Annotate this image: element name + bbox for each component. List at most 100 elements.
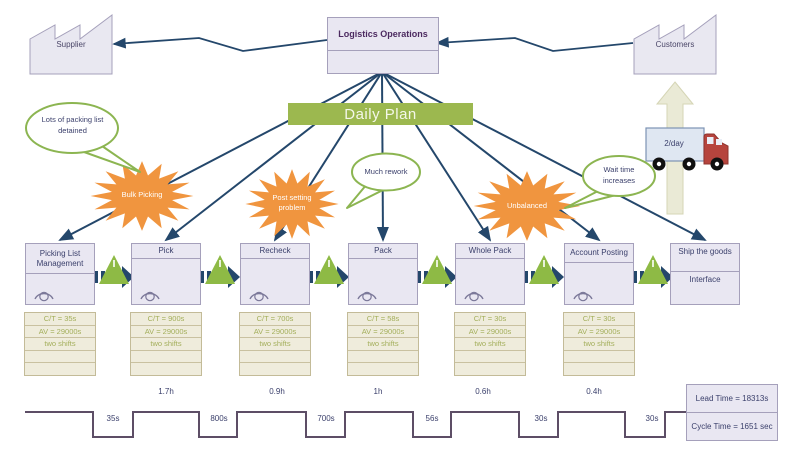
data-row: AV = 29000s bbox=[455, 324, 525, 338]
speech-bubble-much-rework: Much rework bbox=[345, 152, 427, 212]
electronic-info-arrow-to-supplier bbox=[112, 37, 328, 52]
burst-label: Post setting problem bbox=[272, 193, 312, 212]
supplier-factory: Supplier bbox=[28, 12, 114, 76]
data-row: C/T = 900s bbox=[147, 314, 185, 324]
speech-bubble-icon bbox=[346, 152, 421, 209]
plan-line-7 bbox=[381, 71, 707, 241]
speech-bubble-icon bbox=[25, 102, 141, 173]
control-title: Logistics Operations bbox=[328, 18, 438, 51]
inventory-triangle-icon bbox=[638, 255, 668, 284]
timeline-wait-label: 1.7h bbox=[158, 387, 174, 396]
speech-bubble-icon bbox=[564, 155, 656, 209]
process-title: Recheck bbox=[241, 244, 309, 259]
truck-icon bbox=[645, 127, 729, 171]
burst-label: Unbalanced bbox=[506, 201, 548, 210]
inventory-triangle-icon bbox=[99, 255, 129, 284]
data-row: two shifts bbox=[564, 337, 634, 350]
data-row: AV = 29000s bbox=[564, 324, 634, 338]
data-row: AV = 29000s bbox=[348, 324, 418, 338]
process-box-picking-list: Picking List Management bbox=[25, 243, 95, 305]
data-row: C/T = 58s bbox=[366, 314, 400, 324]
factory-icon bbox=[29, 14, 113, 75]
timeline-process-label: 800s bbox=[210, 414, 228, 423]
data-row bbox=[564, 349, 634, 363]
process-box-account-posting: Account Posting bbox=[564, 243, 634, 305]
process-title: Pack bbox=[349, 244, 417, 259]
electronic-info-arrow-to-control bbox=[435, 36, 634, 52]
data-box: C/T = 900s AV = 29000s two shifts bbox=[130, 312, 202, 376]
process-title: Whole Pack bbox=[456, 244, 524, 259]
data-row: two shifts bbox=[25, 337, 95, 350]
timeline-line bbox=[25, 411, 687, 438]
process-title: Pick bbox=[132, 244, 200, 259]
plan-line-2 bbox=[164, 71, 383, 242]
data-row bbox=[131, 362, 201, 375]
inventory-triangle-icon bbox=[529, 255, 559, 284]
data-row bbox=[348, 349, 418, 363]
starburst-icon bbox=[473, 171, 581, 241]
data-row bbox=[25, 362, 95, 375]
operator-icon bbox=[249, 291, 269, 302]
timeline-process-label: 56s bbox=[425, 414, 439, 423]
data-row bbox=[240, 349, 310, 363]
process-title: Account Posting bbox=[565, 244, 633, 263]
process-box-pick: Pick bbox=[131, 243, 201, 305]
speech-bubble-packing-list: Lots of packing list detained bbox=[22, 100, 144, 176]
data-row bbox=[455, 362, 525, 375]
bubble-label: Wait time increases bbox=[602, 165, 636, 185]
data-row: C/T = 30s bbox=[582, 314, 616, 324]
cycle-time-label: Cycle Time = 1651 sec bbox=[691, 422, 773, 431]
data-row: C/T = 700s bbox=[256, 314, 294, 324]
customers-label: Customers bbox=[655, 40, 695, 49]
bubble-label: Lots of packing list detained bbox=[41, 115, 104, 135]
data-box: C/T = 30s AV = 29000s two shifts bbox=[563, 312, 635, 376]
lead-time-box: Lead Time = 18313s Cycle Time = 1651 sec bbox=[686, 384, 778, 441]
operator-icon bbox=[464, 291, 484, 302]
process-box-pack: Pack bbox=[348, 243, 418, 305]
process-box-whole-pack: Whole Pack bbox=[455, 243, 525, 305]
process-box-recheck: Recheck bbox=[240, 243, 310, 305]
timeline-process-label: 35s bbox=[106, 414, 120, 423]
data-row: AV = 29000s bbox=[131, 324, 201, 338]
data-row bbox=[455, 349, 525, 363]
daily-plan-banner: Daily Plan bbox=[288, 103, 473, 125]
process-subtitle: Interface bbox=[689, 275, 721, 284]
data-row bbox=[564, 362, 634, 375]
data-row: AV = 29000s bbox=[240, 324, 310, 338]
data-box: C/T = 58s AV = 29000s two shifts bbox=[347, 312, 419, 376]
data-row: two shifts bbox=[348, 337, 418, 350]
timeline-wait-label: 0.6h bbox=[475, 387, 491, 396]
problem-burst-bulk-picking: Bulk Picking bbox=[89, 160, 195, 232]
data-box: C/T = 35s AV = 29000s two shifts bbox=[24, 312, 96, 376]
data-row bbox=[240, 362, 310, 375]
shipment-frequency-label: 2/day bbox=[664, 138, 684, 148]
data-row bbox=[25, 349, 95, 363]
timeline-wait-label: 0.4h bbox=[586, 387, 602, 396]
operator-icon bbox=[34, 291, 54, 302]
bubble-label: Much rework bbox=[364, 167, 408, 176]
problem-burst-unbalanced: Unbalanced bbox=[472, 170, 582, 242]
process-box-ship-goods: Ship the goods Interface bbox=[670, 243, 740, 305]
data-box: C/T = 700s AV = 29000s two shifts bbox=[239, 312, 311, 376]
data-row: two shifts bbox=[131, 337, 201, 350]
plan-line-5 bbox=[381, 71, 492, 242]
speech-bubble-wait-time: Wait time increases bbox=[558, 155, 658, 213]
problem-burst-post-setting: Post setting problem bbox=[244, 168, 340, 240]
operator-icon bbox=[357, 291, 377, 302]
timeline-wait-label: 1h bbox=[373, 387, 383, 396]
timeline-process-label: 700s bbox=[317, 414, 335, 423]
timeline-process-label: 30s bbox=[534, 414, 548, 423]
data-row: AV = 29000s bbox=[25, 324, 95, 338]
lead-time-label: Lead Time = 18313s bbox=[687, 385, 777, 413]
factory-icon bbox=[633, 14, 717, 75]
process-title: Ship the goods bbox=[671, 244, 739, 272]
inventory-triangle-icon bbox=[422, 255, 452, 284]
inventory-triangle-icon bbox=[205, 255, 235, 284]
timeline-wait-label: 0.9h bbox=[269, 387, 285, 396]
starburst-icon bbox=[90, 161, 194, 231]
inventory-triangle-icon bbox=[314, 255, 344, 284]
burst-label: Bulk Picking bbox=[121, 190, 163, 199]
customers-factory: Customers bbox=[632, 12, 718, 76]
data-row bbox=[348, 362, 418, 375]
